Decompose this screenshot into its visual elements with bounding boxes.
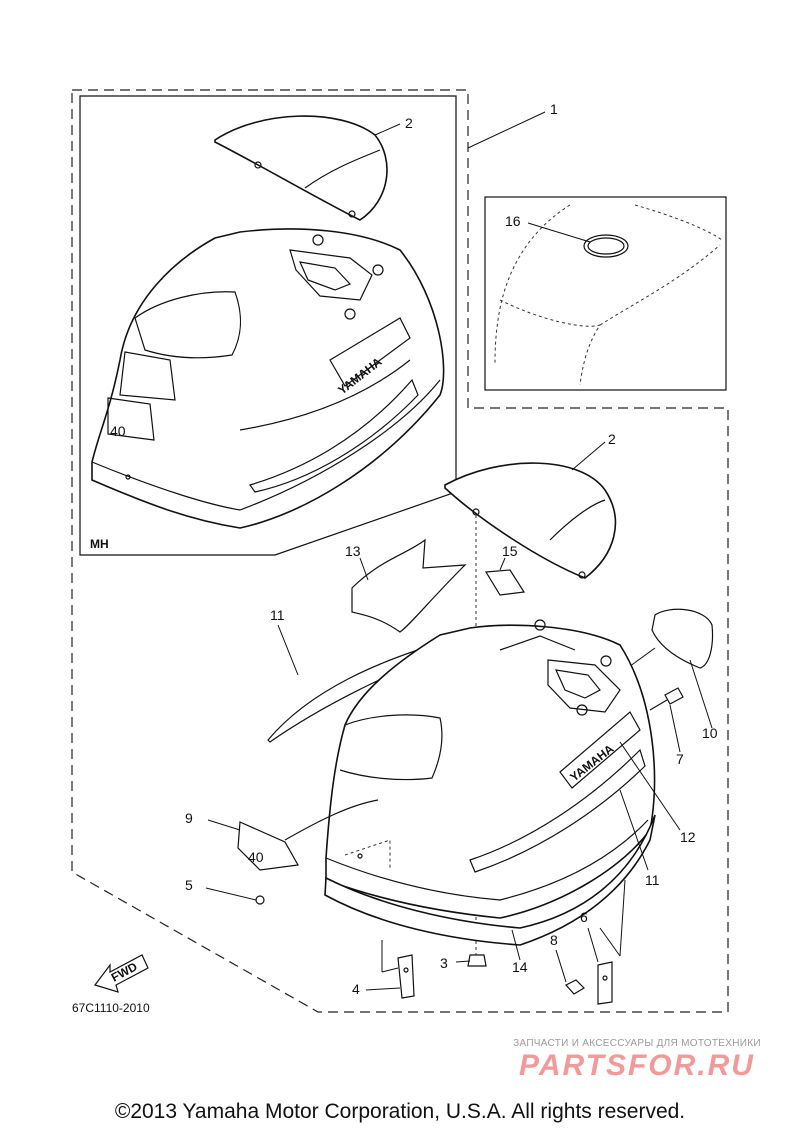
badge-part-9: 40 9 [185,810,299,871]
callout-1: 1 [550,101,558,117]
diagram-code: 67C1110-2010 [72,1001,150,1015]
model-badge: 40 [248,849,264,865]
assembly-boundary [71,89,729,1013]
callout-16: 16 [505,213,521,229]
bracket-part-4: 4 [352,940,415,999]
part-10 [651,608,714,669]
lid-part-2: 2 [444,431,617,579]
callout-11-lower: 11 [645,872,660,888]
cap-part-16 [583,234,629,258]
callout-13: 13 [345,543,361,559]
callout-7: 7 [676,751,684,767]
nut-part-8: 8 [550,932,585,995]
callout-2-lower: 2 [608,431,616,447]
part-15 [484,569,526,596]
watermark-brand: PARTSFOR.RU [519,1049,755,1082]
callout-5: 5 [185,877,193,893]
mh-lid-part-2: 2 [214,115,413,221]
callout-6: 6 [580,909,588,925]
watermark-tagline: ЗАПЧАСТИ И АКСЕССУАРЫ ДЛЯ МОТОТЕХНИКИ [513,1038,761,1049]
mh-variant-panel [79,95,457,556]
copyright-notice: ©2013 Yamaha Motor Corporation, U.S.A. A… [114,1100,686,1123]
mh-label: MH [90,537,109,551]
callout-11-upper: 11 [270,607,285,623]
bracket-part-6: 6 [580,879,626,1005]
grommet-part-3: 3 [440,954,487,971]
callout-3: 3 [440,955,448,971]
watermark: ЗАПЧАСТИ И АКСЕССУАРЫ ДЛЯ МОТОТЕХНИКИ PA… [487,1038,787,1083]
callout-2-upper: 2 [405,115,413,131]
callout-10: 10 [702,725,718,741]
bolt-part-7: 7 [649,687,684,767]
decal-part-13 [351,538,467,633]
lower-pan-part-14 [324,814,656,946]
callout-12: 12 [680,829,696,845]
callout-14: 14 [512,959,528,975]
callout-9: 9 [185,810,193,826]
mh-top-cowling: YAMAHA 40 [91,228,445,529]
fwd-arrow: FWD [94,954,149,993]
mh-model-badge: 40 [110,423,126,439]
callout-15: 15 [502,543,518,559]
callout-8: 8 [550,932,558,948]
screw-part-5: 5 [185,877,265,905]
top-cowling: YAMAHA [284,619,656,919]
detail-box-16 [484,196,727,391]
callout-4: 4 [352,981,360,997]
